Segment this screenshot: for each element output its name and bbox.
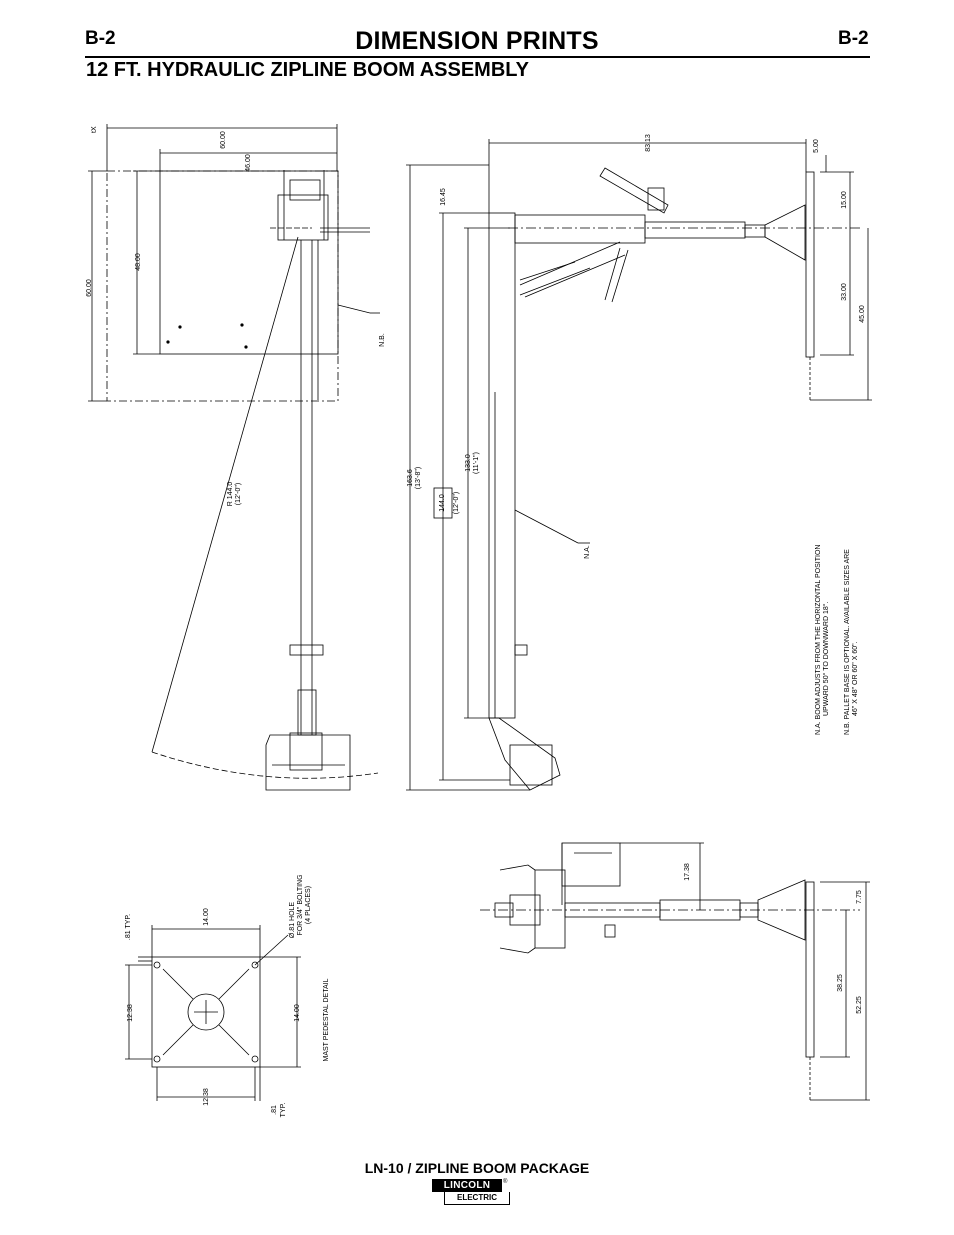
plan-view xyxy=(88,124,380,791)
pedestal-caption: MAST PEDESTAL DETAIL xyxy=(323,978,330,1061)
page-title: DIMENSION PRINTS xyxy=(355,27,599,55)
side-dim-reel-c: 45.00 xyxy=(859,305,866,323)
pedestal-dim-typ: .81 TYP. xyxy=(125,914,132,940)
side-dim-boxed-ft: (12'-0") xyxy=(453,492,460,515)
side-dim-mast-top: 16.45 xyxy=(440,188,447,206)
pedestal-hole-line1: Ø.81 HOLE xyxy=(289,902,296,939)
side-dim-overall-height: 163.6 xyxy=(407,469,414,487)
pedestal-dim-bottom-typ2: TYP. xyxy=(280,1103,287,1118)
pedestal-hole-line2: FOR 3/4" BOLTING xyxy=(297,874,304,935)
section-title: 12 FT. HYDRAULIC ZIPLINE BOOM ASSEMBLY xyxy=(86,59,530,81)
footer-product-title: LN-10 / ZIPLINE BOOM PACKAGE xyxy=(364,1160,590,1176)
plan-dim-top-width: 60.00 xyxy=(220,131,227,149)
top-dim-height: 17.38 xyxy=(684,863,691,881)
side-dim-mast-height: 133.0 xyxy=(465,454,472,472)
pedestal-dim-bottom-typ: .81 xyxy=(271,1105,278,1115)
side-dim-reel-b: 33.00 xyxy=(841,283,848,301)
top-dim-reel-offset: 7.75 xyxy=(856,890,863,904)
note-nb-line2: 46" X 48" OR 60" X 60". xyxy=(852,641,859,716)
plan-dim-inner-height: 48.00 xyxy=(135,253,142,271)
plan-radius-label: R 144.0 xyxy=(227,482,234,507)
logo-top-text: LINCOLN xyxy=(432,1179,502,1192)
side-note-ref: N.A. xyxy=(584,545,591,559)
side-dim-mast-height-ft: (11'-1") xyxy=(473,452,480,474)
plan-radius-ft: (12'-0") xyxy=(235,483,242,506)
registered-mark: ® xyxy=(503,1179,508,1185)
pedestal-detail xyxy=(125,925,301,1101)
plan-dim-inner-width: 46.00 xyxy=(245,154,252,172)
side-dim-boxed: 144.0 xyxy=(439,494,446,512)
lincoln-electric-logo: LINCOLN ELECTRIC ® xyxy=(432,1179,510,1207)
side-dim-reel-offset: 5.00 xyxy=(813,139,820,153)
page-number-left: B-2 xyxy=(85,28,116,49)
note-nb-line1: N.B. PALLET BASE IS OPTIONAL. AVAILABLE … xyxy=(844,549,851,735)
header-rule xyxy=(85,56,870,58)
side-dim-reel-a: 15.00 xyxy=(841,191,848,209)
pedestal-dim-right: 14.00 xyxy=(294,1004,301,1022)
pedestal-hole-line3: (4 PLACES) xyxy=(305,886,312,924)
top-dim-reel-a: 38.25 xyxy=(837,974,844,992)
top-dim-reel-b: 52.25 xyxy=(856,996,863,1014)
page-number-right: B-2 xyxy=(838,28,869,49)
note-na-line1: N.A. BOOM ADJUSTS FROM THE HORIZONTAL PO… xyxy=(815,545,822,735)
pedestal-dim-left: 12.38 xyxy=(127,1004,134,1022)
side-view xyxy=(406,139,872,791)
plan-dim-side-height: 60.00 xyxy=(86,279,93,297)
pedestal-dim-bottom: 12.38 xyxy=(203,1088,210,1106)
plan-note-ref: N.B. xyxy=(379,333,386,347)
logo-bottom-text: ELECTRIC xyxy=(444,1192,510,1205)
pedestal-dim-top: 14.00 xyxy=(203,908,210,926)
plan-corner-mark: tX xyxy=(91,126,98,133)
side-dim-overall-height-ft: (13'-8") xyxy=(415,467,422,490)
side-dim-reach: 83.13 xyxy=(645,134,652,152)
note-na-line2: UPWARD 50° TO DOWNWARD 18°. xyxy=(822,601,830,716)
top-view xyxy=(480,842,870,1101)
